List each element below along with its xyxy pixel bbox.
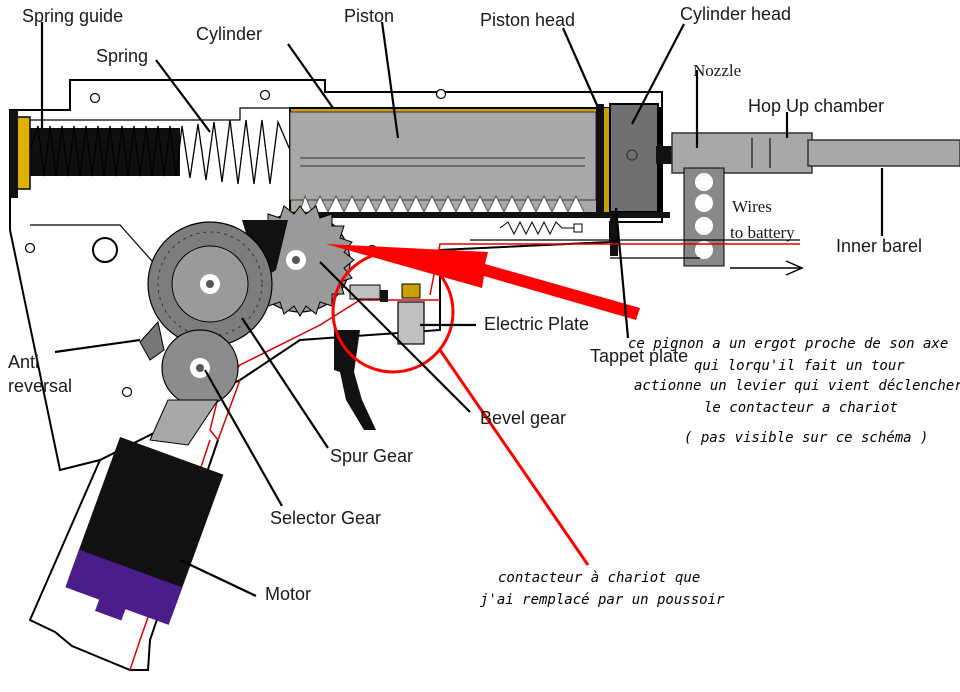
label-bevel-gear: Bevel gear (480, 408, 566, 428)
wire-red (429, 243, 800, 296)
hop-up-chamber (671, 132, 813, 174)
note-pinion-line2: qui lorqu'il fait un tour (694, 358, 905, 374)
cylinder-head-port (626, 149, 638, 161)
note-pinion-line5: ( pas visible sur ce schéma ) (684, 430, 928, 446)
spring-coil (29, 119, 291, 185)
motor-arm (149, 399, 219, 446)
inner-barrel (807, 139, 960, 167)
label-wires-line2: to battery (730, 223, 795, 242)
note-pinion-line3: actionne un levier qui vient déclencher (634, 378, 960, 394)
tappet-spring (499, 220, 580, 236)
wire-hole (695, 217, 713, 235)
label-motor: Motor (265, 584, 311, 604)
screw (89, 92, 101, 104)
switch-contact-gold (401, 283, 421, 299)
red-pointer-line (438, 349, 590, 566)
gearbox-lower-line (30, 224, 161, 271)
wire-hole (695, 173, 713, 191)
screw (435, 88, 447, 100)
label-piston: Piston (344, 6, 394, 26)
red-pointer-wedge (326, 244, 640, 320)
note-pinion-line4: le contacteur a chariot (704, 400, 898, 416)
selector-gear (161, 329, 239, 407)
leader-lines (40, 21, 884, 597)
screws (24, 88, 447, 398)
piston-head-seal (604, 108, 610, 212)
label-spring: Spring (96, 46, 148, 66)
label-piston-head: Piston head (480, 10, 575, 30)
label-inner-barrel: Inner barel (836, 236, 922, 256)
note-switch-line1: contacteur à chariot que (498, 570, 700, 586)
anti-reversal-latch (139, 320, 165, 361)
label-wires-line1: Wires (732, 197, 772, 216)
arrow-head (785, 260, 804, 276)
label-spur-gear: Spur Gear (330, 446, 413, 466)
piston-body (289, 111, 597, 201)
switch-black-tab (380, 290, 388, 302)
wire-hole (695, 241, 713, 259)
label-cylinder: Cylinder (196, 24, 262, 44)
cam-lever (242, 220, 288, 280)
spring-guide-plate (10, 110, 18, 198)
cylinder-bottom-rail (290, 212, 670, 218)
label-anti-line1: Anti (8, 352, 39, 372)
label-anti-line2: reversal (8, 376, 72, 396)
screw (92, 237, 118, 263)
motor (65, 436, 224, 625)
tappet-plate (610, 218, 618, 256)
wire-hole (695, 194, 713, 212)
label-tappet-plate: Tappet plate (590, 346, 688, 366)
screw (259, 89, 271, 101)
label-spring-guide: Spring guide (22, 6, 123, 26)
trigger (334, 330, 376, 430)
label-hop-up: Hop Up chamber (748, 96, 884, 116)
spur-gear (147, 221, 273, 347)
screw (121, 386, 133, 398)
note-switch-line2: j'ai remplacé par un poussoir (480, 592, 725, 608)
piston-head (596, 104, 604, 216)
electric-plate-block (397, 301, 425, 345)
label-selector-gear: Selector Gear (270, 508, 381, 528)
gearbox-inner-line (20, 107, 325, 121)
label-electric-plate: Electric Plate (484, 314, 589, 334)
note-pinion-line1: ce pignon a un ergot proche de son axe (628, 336, 948, 352)
label-cylinder-head: Cylinder head (680, 4, 791, 24)
tappet-spring-hook (573, 223, 583, 233)
label-nozzle: Nozzle (693, 61, 741, 80)
screw (24, 242, 36, 254)
